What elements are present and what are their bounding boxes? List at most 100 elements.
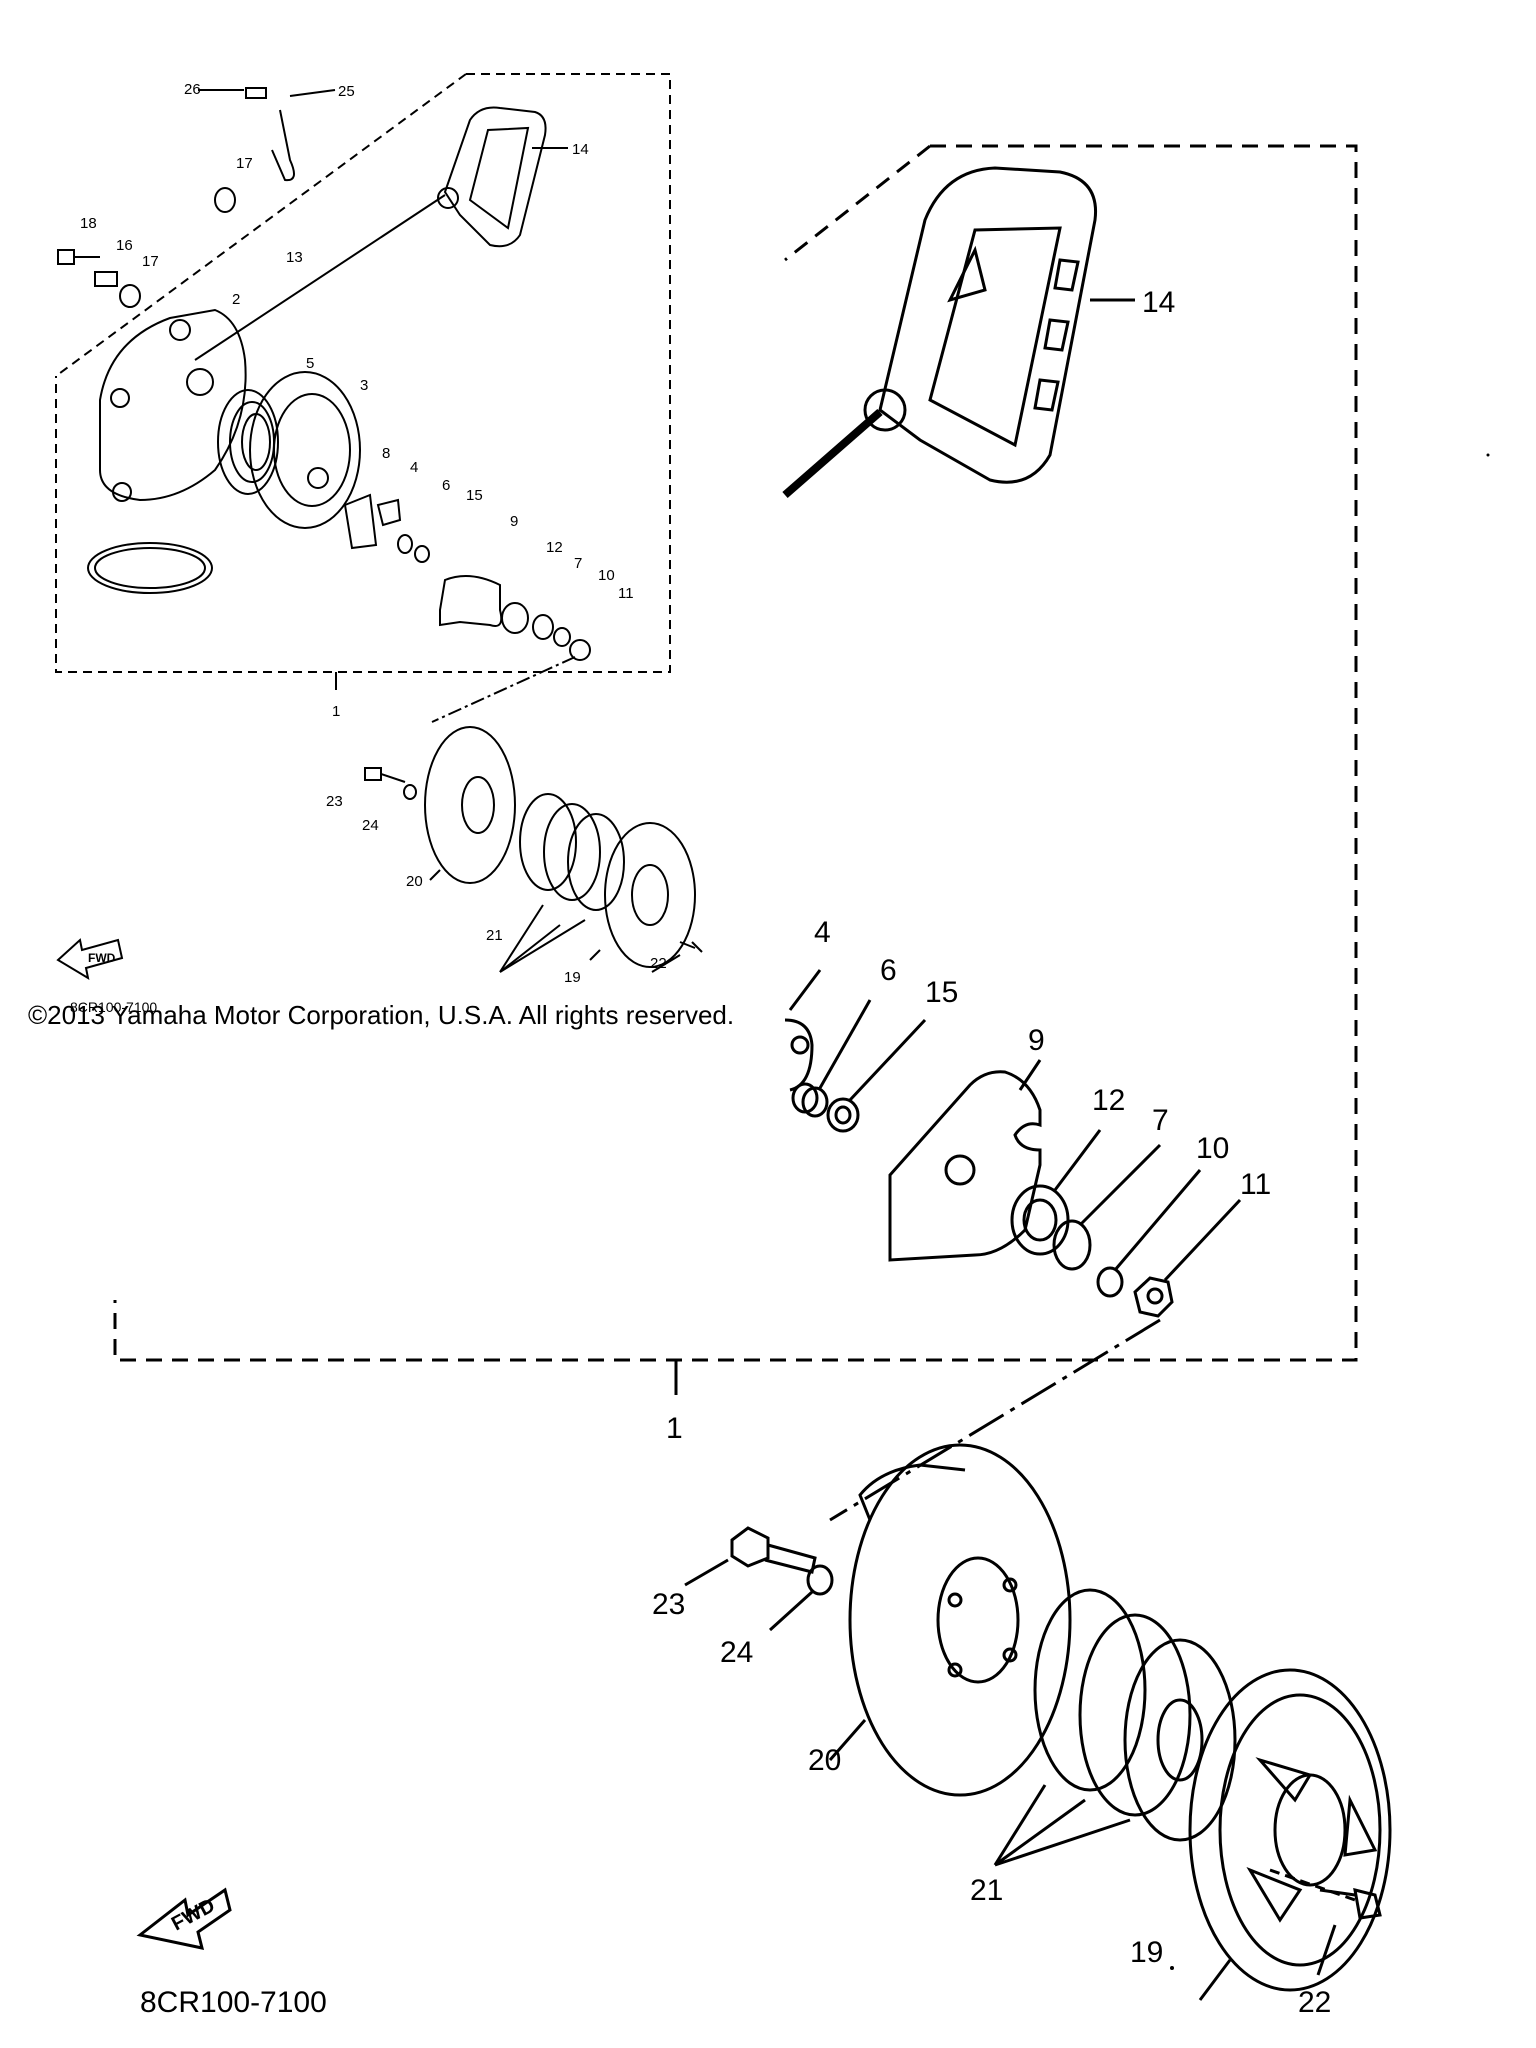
callout-26: 26 [184, 81, 201, 98]
overview-collar-16 [94, 271, 118, 287]
detail-nut-11 [1133, 1276, 1174, 1318]
copyright-notice: ©2013 Yamaha Motor Corporation, U.S.A. A… [28, 1000, 735, 1030]
overview-dashed-diagonal [55, 73, 467, 377]
overview-bolt-22 [691, 941, 703, 953]
detail-callout-22: 22 [1298, 1986, 1331, 2019]
overview-dashed-boundary [55, 73, 671, 673]
callout-1: 1 [332, 703, 340, 720]
overview-diagram [55, 73, 703, 973]
callout-12: 12 [546, 539, 563, 556]
detail-diagram [113, 144, 1392, 2001]
detail-handle-grip [928, 226, 1062, 448]
overview-pulley-20 [424, 726, 516, 884]
callout-5: 5 [306, 355, 314, 372]
detail-collar-12 [1010, 1184, 1070, 1256]
detail-callout-20: 20 [808, 1744, 841, 1777]
detail-spring-4 [784, 1018, 814, 1092]
detail-pulley-20 [848, 1443, 1072, 1797]
overview-pawl-8 [343, 493, 378, 550]
overview-plate-21b [543, 803, 601, 901]
callout-24: 24 [362, 817, 379, 834]
detail-callout-9: 9 [1028, 1024, 1045, 1057]
callout-10: 10 [598, 567, 615, 584]
overview-washer-24 [403, 784, 417, 800]
callout-17b: 17 [142, 253, 159, 270]
detail-callout-12: 12 [1092, 1084, 1125, 1117]
detail-handle [878, 166, 1098, 484]
detail-washer-10 [1096, 1266, 1124, 1298]
detail-callout-6: 6 [880, 954, 897, 987]
detail-plate-21b [1078, 1613, 1192, 1817]
callout-19: 19 [564, 969, 581, 986]
overview-washer-10 [553, 627, 571, 647]
detail-plate-21c [1123, 1638, 1237, 1842]
overview-bolt-23 [364, 767, 382, 781]
overview-handle-boss [437, 187, 459, 209]
overview-case-hub [186, 368, 214, 396]
detail-washer-24 [806, 1564, 834, 1596]
detail-callout-10: 10 [1196, 1132, 1229, 1165]
overview-pulley [249, 371, 361, 529]
detail-plate-9 [888, 1070, 1042, 1262]
callout-17: 17 [236, 155, 253, 172]
overview-sheave-19 [604, 822, 696, 968]
detail-bolt-22 [1353, 1887, 1382, 1920]
detail-plate-21a [1033, 1588, 1147, 1792]
detail-sheave-19 [1188, 1668, 1392, 1992]
callout-7: 7 [574, 555, 582, 572]
overview-handle [443, 106, 547, 248]
detail-callout-7: 7 [1152, 1104, 1169, 1137]
callout-14: 14 [572, 141, 589, 158]
detail-callout-21: 21 [970, 1874, 1003, 1907]
detail-callout-15: 15 [925, 976, 958, 1009]
callout-3: 3 [360, 377, 368, 394]
detail-assembly-leader [829, 1318, 1161, 1522]
overview-plate-21c [567, 813, 625, 911]
detail-callout-24: 24 [720, 1636, 753, 1669]
overview-bolt-18 [57, 249, 75, 265]
callout-4: 4 [410, 459, 418, 476]
overview-collar-12 [501, 602, 529, 634]
callout-2: 2 [232, 291, 240, 308]
overview-case [99, 308, 247, 502]
fwd-arrow-large: FWD [136, 1887, 232, 1950]
detail-callout-14: 14 [1142, 286, 1175, 319]
detail-bolt-23 [730, 1526, 770, 1568]
callout-6: 6 [442, 477, 450, 494]
diagram-code-small: 8CR100-7100 [70, 999, 157, 1015]
callout-18: 18 [80, 215, 97, 232]
overview-cable [194, 194, 446, 361]
detail-callout-11: 11 [1240, 1168, 1271, 1201]
overview-plate-9 [439, 575, 503, 627]
callout-22: 22 [650, 955, 667, 972]
detail-cable [782, 408, 883, 499]
overview-spring-4 [376, 498, 402, 527]
callout-20: 20 [406, 873, 423, 890]
detail-callouts: 14 4 6 15 9 12 7 10 11 1 23 24 20 21 19 … [652, 286, 1331, 2019]
callout-13: 13 [286, 249, 303, 266]
diagram-code-large: 8CR100-7100 [140, 1986, 327, 2019]
overview-callouts: 26 25 14 17 18 16 17 13 2 5 3 8 4 6 15 9… [80, 81, 667, 986]
callout-8: 8 [382, 445, 390, 462]
overview-plate-21a [519, 793, 577, 891]
detail-callout-23: 23 [652, 1588, 685, 1621]
callout-21: 21 [486, 927, 503, 944]
overview-washer-15 [414, 545, 430, 563]
detail-handle-boss [863, 388, 907, 432]
detail-dashed-boundary [113, 144, 1358, 1362]
overview-handle-grip [468, 126, 530, 230]
overview-washer-7 [532, 614, 554, 640]
callout-15: 15 [466, 487, 483, 504]
overview-collar-17b [119, 284, 141, 308]
detail-callout-19: 19 [1130, 1936, 1163, 1969]
detail-washer-7 [1052, 1219, 1092, 1271]
detail-callout-1: 1 [666, 1412, 683, 1445]
callout-9: 9 [510, 513, 518, 530]
overview-spring [217, 389, 279, 495]
callout-16: 16 [116, 237, 133, 254]
callout-11: 11 [618, 585, 634, 602]
detail-callout-4: 4 [814, 916, 831, 949]
callout-25: 25 [338, 83, 355, 100]
overview-nut-11 [569, 639, 591, 661]
